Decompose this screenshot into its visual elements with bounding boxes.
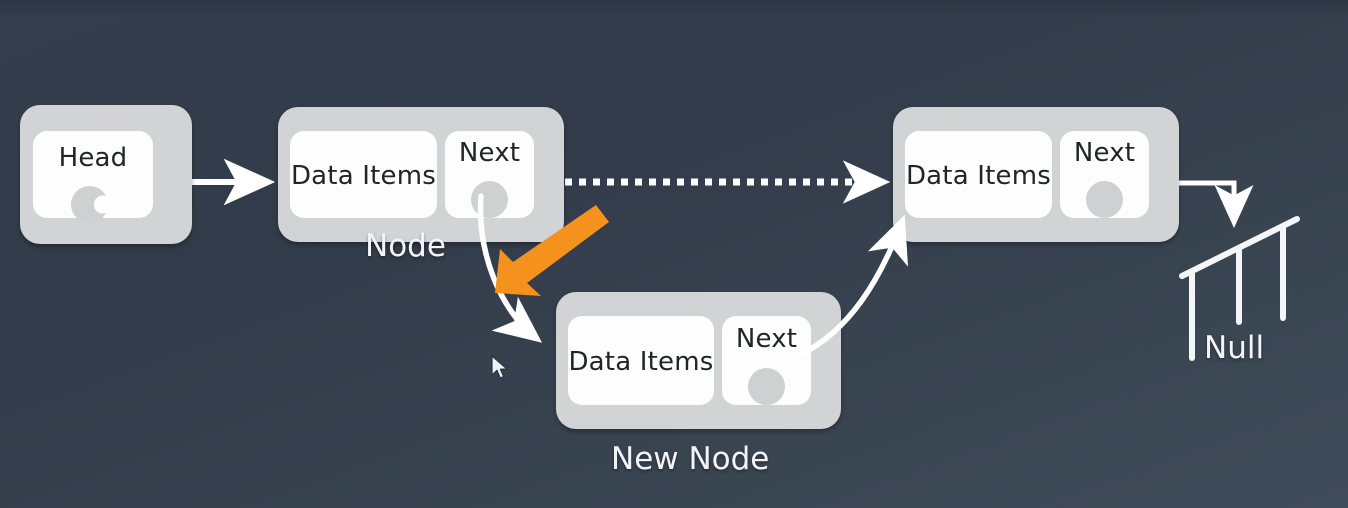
connector-node1-to-newnode — [477, 193, 543, 343]
node-1[interactable]: Data Items Next — [278, 107, 564, 242]
node-2[interactable]: Data Items Next — [893, 107, 1179, 242]
head-node[interactable]: Head — [20, 105, 192, 244]
node-1-pointer-dot — [471, 181, 508, 218]
node-2-next-label: Next — [1073, 138, 1136, 168]
node-2-pointer-dot — [1086, 181, 1123, 218]
head-cell: Head — [33, 131, 153, 223]
node-new-next-label: Next — [735, 324, 798, 354]
node-1-next-cell: Next — [445, 131, 534, 218]
node-new-next-cell: Next — [722, 316, 811, 405]
head-label: Head — [58, 143, 128, 173]
node-1-data-label: Data Items — [290, 161, 437, 191]
node-new-data-cell: Data Items — [568, 316, 714, 405]
head-pointer-dot — [71, 186, 108, 223]
node-new-caption: New Node — [611, 441, 770, 477]
node-2-data-label: Data Items — [905, 161, 1052, 191]
null-label: Null — [1204, 330, 1265, 366]
insertion-highlight-arrow — [495, 205, 609, 296]
node-new-data-label: Data Items — [568, 347, 714, 377]
null-ground-symbol — [1179, 216, 1300, 361]
node-1-next-label: Next — [458, 138, 521, 168]
node-1-data-cell: Data Items — [290, 131, 437, 218]
node-2-data-cell: Data Items — [905, 131, 1052, 218]
node-new[interactable]: Data Items Next — [556, 292, 841, 429]
node-2-next-cell: Next — [1060, 131, 1149, 218]
node-1-caption: Node — [365, 228, 446, 264]
connector-newnode-to-node2 — [797, 214, 909, 358]
node-new-pointer-dot — [748, 368, 785, 405]
